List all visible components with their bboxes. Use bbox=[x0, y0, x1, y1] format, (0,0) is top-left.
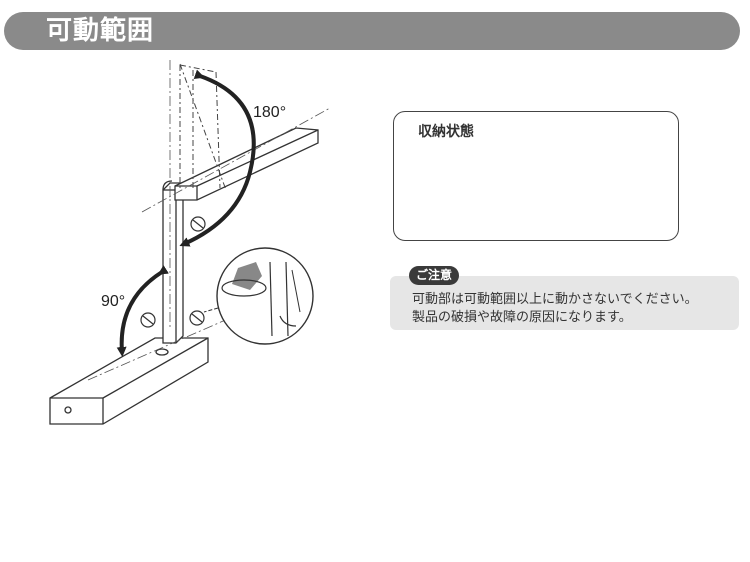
header-bar: 可動範囲 bbox=[4, 12, 740, 50]
angle-label-90: 90° bbox=[101, 293, 126, 310]
caution-text-line-1: 可動部は可動範囲以上に動かさないでください。 bbox=[412, 292, 698, 307]
angle-label-180: 180° bbox=[253, 104, 287, 121]
rotation-arrow-90 bbox=[116, 265, 169, 357]
storage-state-panel: 収納状態 bbox=[393, 111, 679, 241]
page-title: 可動範囲 bbox=[46, 16, 155, 46]
lamp-base bbox=[49, 337, 209, 425]
detail-magnifier bbox=[203, 247, 314, 345]
lamp-pole bbox=[162, 180, 184, 344]
caution-badge: ご注意 bbox=[409, 266, 460, 285]
lamp-arm bbox=[174, 127, 319, 201]
rotation-arrow-180 bbox=[179, 69, 256, 247]
caution-text-line-2: 製品の破損や故障の原因になります。 bbox=[412, 310, 632, 325]
storage-state-title: 収納状態 bbox=[418, 124, 474, 140]
caution-panel: 可動部は可動範囲以上に動かさないでください。 製品の破損や故障の原因になります。 bbox=[390, 276, 739, 330]
